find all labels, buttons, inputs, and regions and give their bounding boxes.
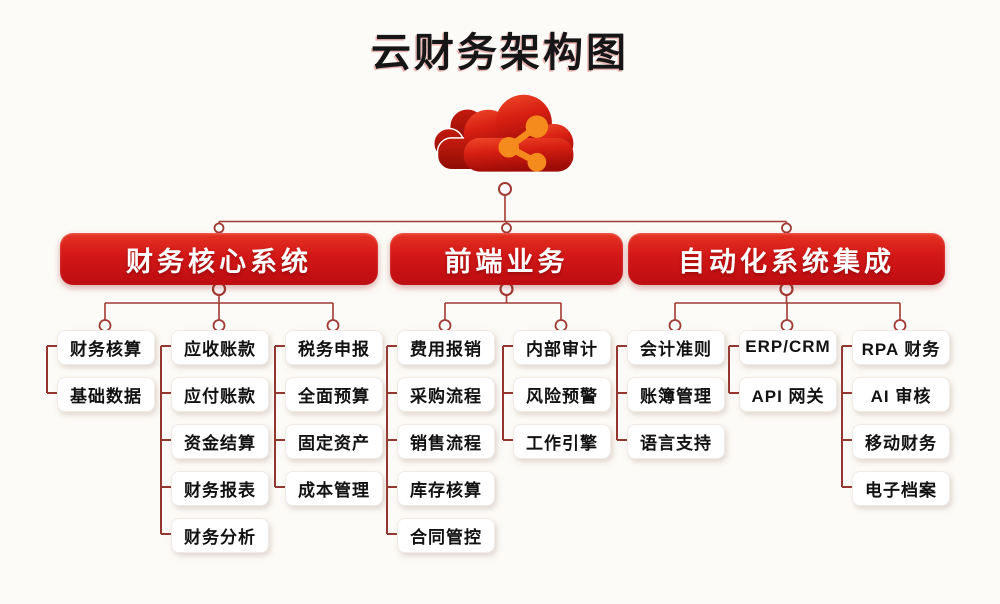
connector-dot [498,182,512,196]
leaf-node: 语言支持 [627,423,725,459]
leaf-node: 资金结算 [171,423,269,459]
share-icon [498,115,549,172]
leaf-node: AI 审核 [852,376,950,412]
leaf-node: 工作引擎 [513,423,611,459]
leaf-node: 财务核算 [57,329,155,365]
leaf-node: 会计准则 [627,329,725,365]
leaf-node: 风险预警 [513,376,611,412]
leaf-node: 账簿管理 [627,376,725,412]
leaf-node: 全面预算 [285,376,383,412]
leaf-node: 销售流程 [397,423,495,459]
leaf-node: RPA 财务 [852,329,950,365]
leaf-node: 费用报销 [397,329,495,365]
leaf-node: 合同管控 [397,517,495,553]
leaf-node: 内部审计 [513,329,611,365]
leaf-node: 税务申报 [285,329,383,365]
leaf-node: 成本管理 [285,470,383,506]
leaf-node: API 网关 [739,376,837,412]
leaf-node: 应付账款 [171,376,269,412]
connector-dot [501,222,512,234]
branch-header-3: 自动化系统集成 [628,233,945,285]
leaf-node: 基础数据 [57,376,155,412]
leaf-node: 固定资产 [285,423,383,459]
leaf-node: 电子档案 [852,470,950,506]
leaf-node: 应收账款 [171,329,269,365]
connector-dot [213,222,225,234]
connector-dot [781,222,792,234]
leaf-node: 财务分析 [171,517,269,553]
leaf-node: 移动财务 [852,423,950,459]
cloud-icon [430,88,580,184]
leaf-node: 采购流程 [397,376,495,412]
branch-header-1: 财务核心系统 [60,233,378,285]
leaf-node: 库存核算 [397,470,495,506]
cloud-front [463,94,574,172]
red-cloud-share-icon [433,94,574,172]
leaf-node: ERP/CRM [739,329,837,365]
page-title: 云财务架构图 [371,31,629,75]
leaf-node: 财务报表 [171,470,269,506]
branch-header-2: 前端业务 [390,233,623,285]
